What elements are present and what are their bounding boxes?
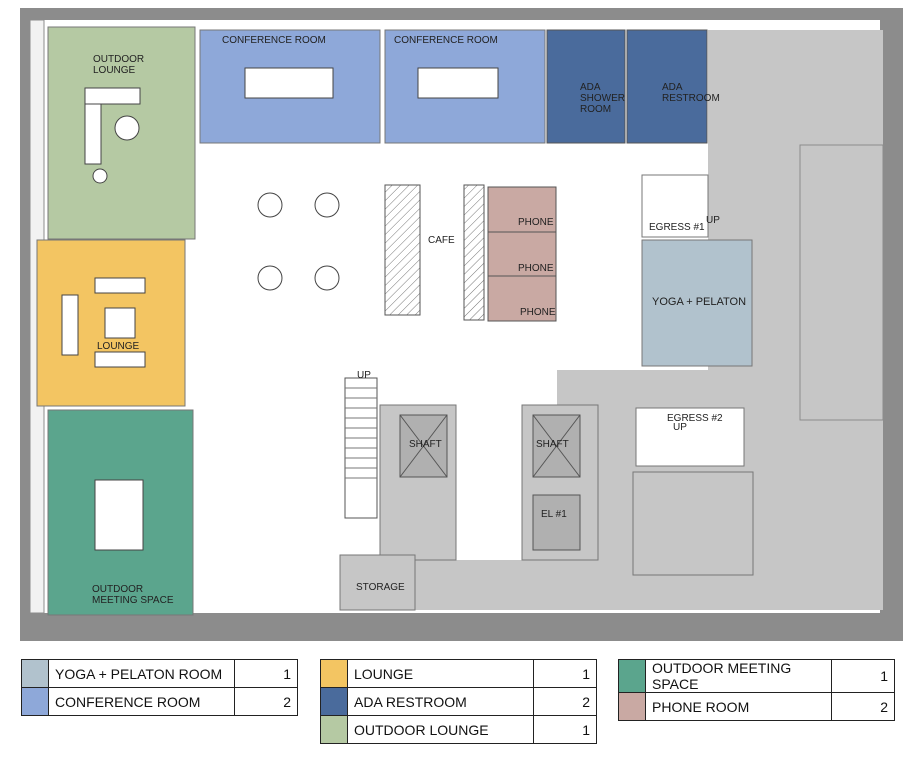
- legend-name: OUTDOOR LOUNGE: [347, 715, 534, 744]
- legend-name: OUTDOOR MEETING SPACE: [645, 659, 832, 693]
- shaft-1-label: SHAFT: [409, 439, 442, 450]
- cafe-tables: [257, 192, 340, 291]
- legend-count: 1: [533, 715, 597, 744]
- central-stair: [344, 377, 378, 519]
- outdoor-meeting-table: [94, 479, 144, 551]
- legend-swatch: [618, 692, 646, 721]
- legend-count: 2: [234, 687, 298, 716]
- cafe-counter: [384, 184, 485, 321]
- legend-count: 2: [831, 692, 895, 721]
- lounge-label: LOUNGE: [97, 341, 140, 352]
- elevator-1: [532, 494, 581, 551]
- up-label-2: UP: [706, 215, 720, 226]
- storage-label: STORAGE: [356, 582, 405, 593]
- east-core-room: [799, 144, 884, 421]
- legend-name: LOUNGE: [347, 659, 534, 688]
- phone-room-1: [487, 186, 557, 233]
- egress-1-label: EGRESS #1: [649, 222, 705, 233]
- shaft-2-label: SHAFT: [536, 439, 569, 450]
- egress-2-stair: [635, 407, 745, 467]
- up-label-1: UP: [357, 370, 371, 381]
- cafe-label: CAFE: [428, 235, 455, 246]
- legend-count: 1: [234, 659, 298, 688]
- legend-swatch: [320, 659, 348, 688]
- legend-count: 1: [533, 659, 597, 688]
- legend-name: YOGA + PELATON ROOM: [48, 659, 235, 688]
- conference-tables: [244, 67, 499, 99]
- ada-restroom-room: [626, 29, 708, 144]
- up-label-3: UP: [673, 422, 687, 433]
- egress-2-label: EGRESS #2: [667, 413, 723, 424]
- phone-2-label: PHONE: [518, 263, 554, 274]
- legend-swatch: [618, 659, 646, 693]
- yoga-label: YOGA + PELATON: [652, 296, 746, 308]
- core-room: [632, 471, 754, 576]
- legend-name: CONFERENCE ROOM: [48, 687, 235, 716]
- elevator-label: EL #1: [541, 509, 567, 520]
- conference-2-label: CONFERENCE ROOM: [394, 35, 498, 46]
- phone-room-2: [487, 231, 557, 277]
- legend-name: PHONE ROOM: [645, 692, 832, 721]
- yoga-pelaton-room: [641, 239, 753, 367]
- legend-swatch: [21, 687, 49, 716]
- outdoor-lounge-furniture: [84, 87, 141, 184]
- legend-count: 1: [831, 659, 895, 693]
- egress-1-stair: [641, 174, 709, 238]
- legend-name: ADA RESTROOM: [347, 687, 534, 716]
- legend-swatch: [320, 715, 348, 744]
- phone-1-label: PHONE: [518, 217, 554, 228]
- storage-room: [339, 554, 416, 611]
- ada-shower-room: [546, 29, 626, 144]
- legend-swatch: [320, 687, 348, 716]
- legend-swatch: [21, 659, 49, 688]
- phone-3-label: PHONE: [520, 307, 556, 318]
- phone-room-3: [487, 275, 557, 322]
- conference-1-label: CONFERENCE ROOM: [222, 35, 326, 46]
- lounge-furniture: [61, 277, 146, 368]
- legend-count: 2: [533, 687, 597, 716]
